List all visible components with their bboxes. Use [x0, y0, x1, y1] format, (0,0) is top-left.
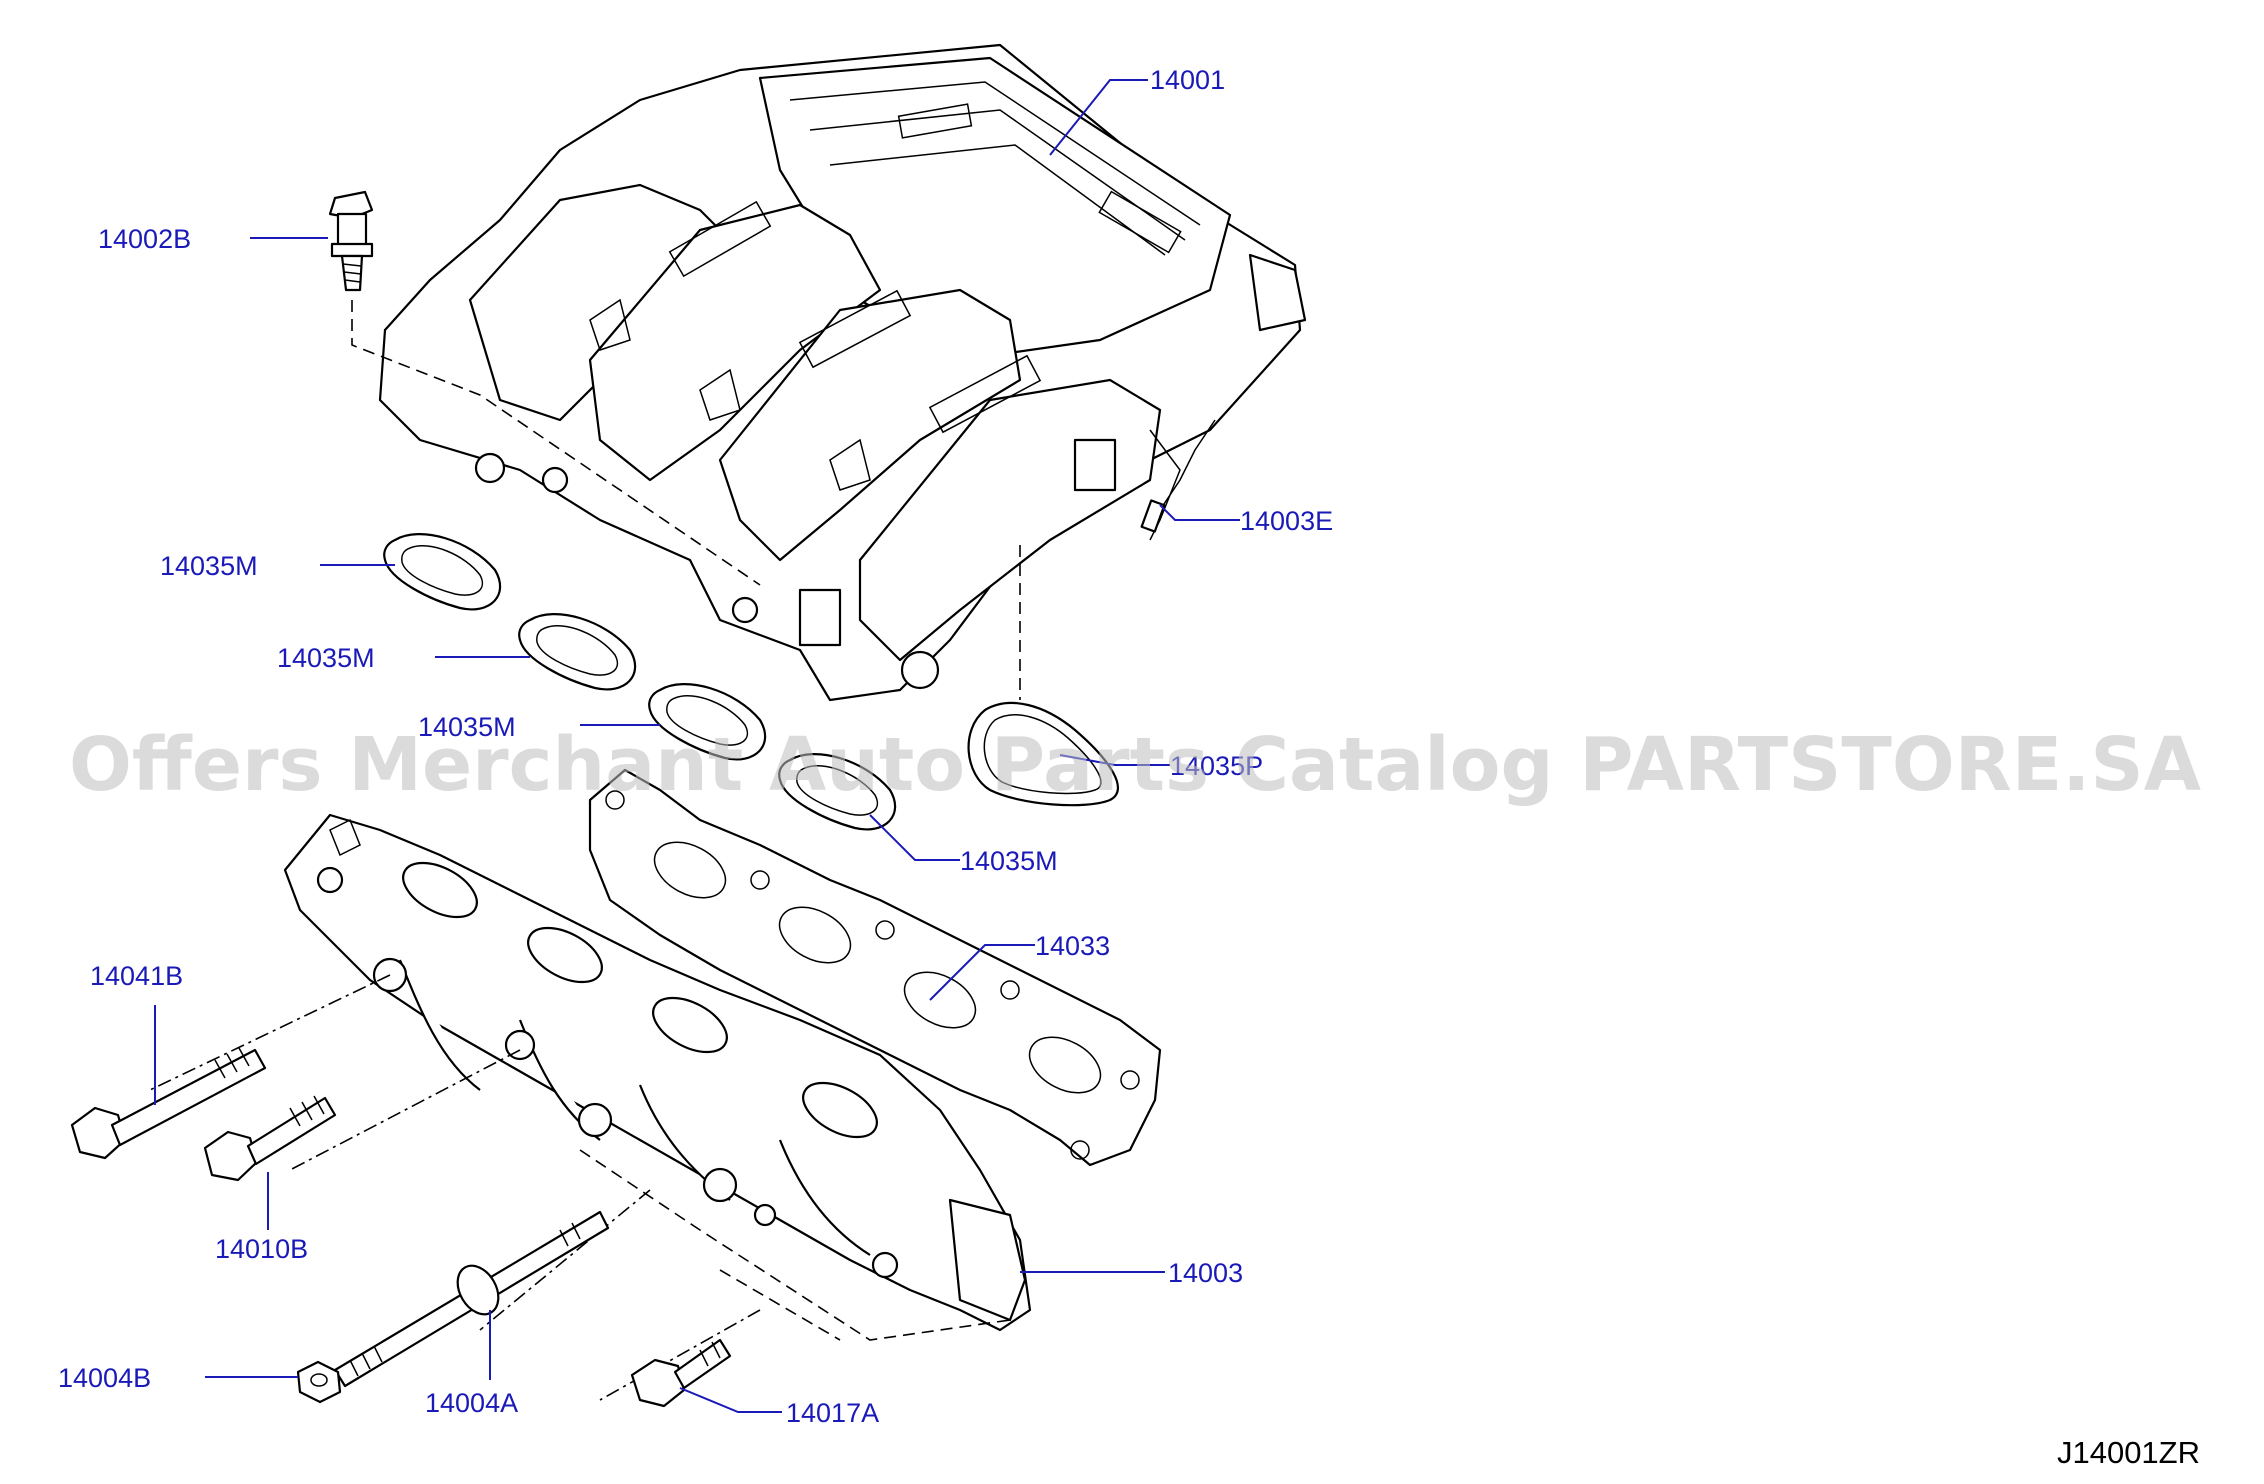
callout-14017A: 14017A [786, 1398, 879, 1428]
callout-14035M-2: 14035M [277, 643, 375, 673]
callout-14035P: 14035P [1170, 751, 1263, 781]
gasket-14035M-2[interactable] [518, 613, 637, 691]
manifold-gasket-14033[interactable] [588, 768, 1162, 1167]
callout-14010B: 14010B [215, 1234, 308, 1264]
watermark-text: Offers Merchant Auto Parts Catalog PARTS… [69, 722, 2201, 808]
bolt-14010B[interactable] [203, 1095, 337, 1182]
callout-14033: 14033 [1035, 931, 1110, 961]
gasket-14035M-3[interactable] [648, 683, 767, 761]
callout-14003E: 14003E [1240, 506, 1333, 536]
bolt-14017A[interactable] [630, 1338, 732, 1408]
bolt-14002B[interactable] [328, 190, 374, 292]
sensor-14003E[interactable] [1140, 419, 1216, 533]
lower-intake-manifold-14003[interactable] [283, 813, 1032, 1332]
leader-lines [154, 79, 1240, 1413]
diagram-reference-code: J14001ZR [2057, 1435, 2200, 1470]
gasket-14035M-1[interactable] [383, 533, 502, 611]
stud-14041B[interactable] [70, 1047, 267, 1160]
upper-intake-manifold[interactable] [378, 43, 1307, 702]
nut-14004B[interactable] [296, 1360, 342, 1404]
gasket-14035M-4[interactable] [778, 753, 897, 831]
callout-14004A: 14004A [425, 1388, 518, 1418]
callout-14035M-1: 14035M [160, 551, 258, 581]
callout-14003: 14003 [1168, 1258, 1243, 1288]
callout-14035M-3: 14035M [418, 712, 516, 742]
callout-14002B: 14002B [98, 224, 191, 254]
gasket-14035P[interactable] [967, 701, 1120, 807]
callout-14001: 14001 [1150, 65, 1225, 95]
callout-14004B: 14004B [58, 1363, 151, 1393]
callout-14041B: 14041B [90, 961, 183, 991]
stud-14004A[interactable] [333, 1210, 610, 1388]
callout-14035M-4: 14035M [960, 846, 1058, 876]
